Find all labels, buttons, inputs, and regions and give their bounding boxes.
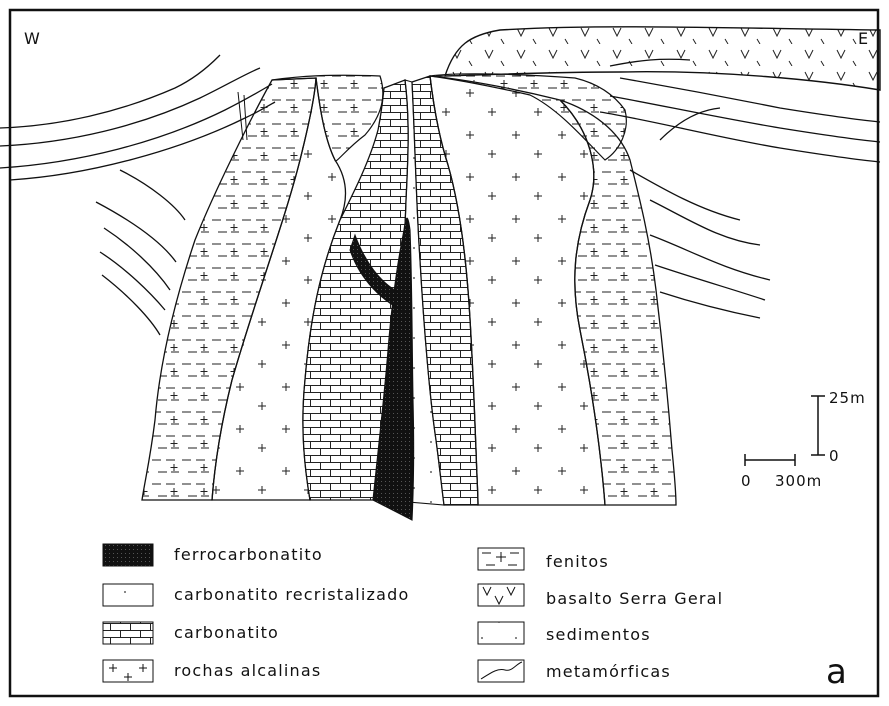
legend-swatch-ferrocarbonatito [103, 544, 153, 566]
legend: ferrocarbonatito carbonatito recristaliz… [103, 544, 723, 682]
vertical-scale-zero: 0 [829, 447, 840, 465]
horizontal-scale-label: 300m [775, 472, 822, 490]
cross-section: W E [0, 27, 880, 520]
legend-swatch-carbonatito [103, 622, 153, 644]
legend-swatch-sedimentos [478, 622, 524, 644]
legend-label-carbonatito-recristalizado: carbonatito recristalizado [174, 585, 409, 604]
legend-swatch-metamorficas [478, 660, 524, 682]
legend-label-carbonatito: carbonatito [174, 623, 279, 642]
legend-swatch-carbonatito-recristalizado [103, 584, 153, 606]
panel-letter: a [826, 652, 847, 692]
west-label: W [24, 29, 41, 48]
legend-swatch-basalto [478, 584, 524, 606]
legend-label-fenitos: fenitos [546, 552, 609, 571]
legend-label-rochas-alcalinas: rochas alcalinas [174, 661, 321, 680]
legend-label-metamorficas: metamórficas [546, 662, 671, 681]
vertical-scale-bar [811, 396, 825, 455]
vertical-scale-label: 25m [829, 389, 866, 407]
legend-label-sedimentos: sedimentos [546, 625, 651, 644]
horizontal-scale-bar [745, 454, 795, 466]
legend-label-basalto: basalto Serra Geral [546, 589, 723, 608]
legend-label-ferrocarbonatito: ferrocarbonatito [174, 545, 323, 564]
east-label: E [858, 29, 869, 48]
scale-bars [745, 396, 825, 466]
horizontal-scale-zero: 0 [741, 472, 752, 490]
